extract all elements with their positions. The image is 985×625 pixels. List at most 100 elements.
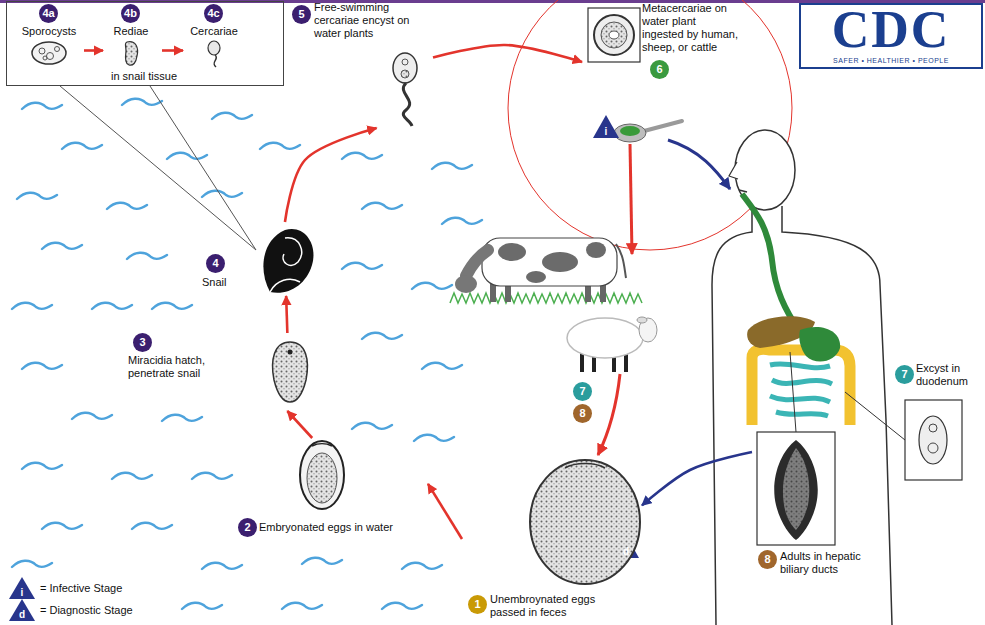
redia-figure (125, 42, 137, 65)
cercaria-figure (208, 41, 220, 67)
stage-box: 2Embryonated eggs in water (235, 438, 428, 540)
cow-figure (542, 252, 578, 272)
cow-figure (450, 238, 642, 303)
callout-number: 7 (895, 365, 914, 384)
inset-caption: in snail tissue (7, 70, 281, 83)
water-waves (162, 415, 202, 421)
snail-figure (263, 229, 313, 293)
legend-marker: d (16, 609, 28, 620)
cycle-arrow (642, 452, 752, 505)
callout-number: 7 (573, 382, 592, 401)
unembryonated-egg-figure (530, 460, 640, 584)
embryonated-egg-figure (300, 441, 344, 509)
cow-figure (498, 243, 526, 261)
logo-tagline: SAFER • HEALTHIER • PEOPLE (802, 56, 980, 65)
cow-figure (482, 238, 617, 286)
logo-text: CDC (802, 3, 980, 57)
sporocyst-figure (32, 42, 66, 64)
metacercaria-figure (588, 8, 640, 62)
stage-box: 4bRediae (103, 4, 162, 66)
excysted-fluke-figure (905, 400, 962, 480)
metacercaria-figure (594, 15, 634, 55)
adult-fluke-figure (774, 440, 818, 540)
water-waves (212, 113, 252, 119)
excysted-fluke-figure (929, 424, 937, 432)
sheep-figure (567, 317, 657, 372)
cycle-arrow (287, 411, 312, 438)
stage-label: Free-swimming cercariae encyst on water … (314, 1, 430, 40)
miracidium-figure (273, 342, 308, 402)
cow-figure (586, 242, 606, 258)
water-waves (152, 303, 192, 309)
transmission-arrows (598, 140, 730, 455)
stage-label: Rediae (103, 25, 159, 38)
adult-fluke-figure (757, 432, 835, 545)
cycle-arrow (428, 484, 462, 539)
spoon-figure (620, 126, 640, 136)
embryonated-egg-figure (300, 441, 344, 509)
stage-label: Miracidia hatch, penetrate snail (128, 354, 228, 380)
water-waves (107, 203, 147, 209)
callout-number: 1 (468, 595, 487, 614)
human-figure (712, 130, 905, 625)
water-waves (112, 473, 152, 479)
sporocyst-figure (39, 48, 45, 54)
stage-label: Cercariae (183, 25, 245, 38)
water-waves (92, 303, 132, 309)
human-figure (752, 349, 850, 425)
diagnostic-stage-marker: d (620, 546, 632, 557)
callout-number: 8 (758, 550, 777, 569)
stage-box: 5Free-swimming cercariae encyst on water… (292, 0, 433, 128)
water-waves (402, 563, 442, 569)
water-waves (17, 193, 57, 199)
water-waves (202, 563, 242, 569)
free-cercaria-figure (393, 53, 417, 83)
ingestion-circle (508, 0, 792, 250)
excysted-fluke-figure (919, 416, 947, 464)
stage-label: Excyst in duodenum (916, 362, 980, 388)
spoon-figure (644, 121, 682, 131)
stage-box: 4cCercariae (183, 4, 248, 66)
spoon-figure (614, 124, 646, 142)
transmission-arrows (668, 140, 730, 189)
snail-tissue-lines (60, 86, 256, 250)
sporocyst-figure (47, 53, 54, 60)
cycle-arrow (84, 49, 103, 52)
legend-text: = Infective Stage (40, 582, 122, 595)
water-waves (182, 603, 222, 609)
inset-box: in snail tissue 4aSporocysts 4bRediae 4cCer… (6, 1, 284, 86)
callout-number: 8 (573, 404, 592, 423)
water-waves (22, 463, 62, 469)
stage-box: 1Unembroynated eggs passed in feces (462, 455, 642, 623)
cow-figure (526, 271, 546, 283)
water-waves (414, 435, 454, 441)
human-figure (742, 194, 800, 332)
water-waves (342, 153, 382, 159)
human-figure (739, 190, 747, 192)
callout-number: 6 (650, 60, 669, 79)
embryonated-egg-figure (312, 444, 332, 446)
excysted-fluke-figure (905, 400, 962, 480)
cycle-arrow (286, 296, 287, 333)
adult-fluke-figure (783, 448, 809, 530)
callout-number: 4b (121, 4, 140, 23)
stage-box: Metacercariae on water plant ingested by… (582, 2, 762, 152)
adult-fluke-figure (757, 432, 835, 545)
metacercaria-figure (601, 22, 627, 48)
sheep-figure (567, 318, 643, 358)
stage-box: 4Snail (200, 222, 318, 296)
water-waves (127, 253, 167, 259)
snail-figure (270, 279, 300, 292)
water-waves (22, 103, 62, 109)
legend-text: = Diagnostic Stage (40, 604, 133, 617)
stage-box: 3Miracidia hatch, penetrate snail (128, 333, 320, 411)
legend-marker: i (16, 587, 28, 598)
stage-markers (593, 115, 619, 138)
connector-group (84, 45, 752, 539)
stage-box: 4aSporocysts (17, 4, 84, 66)
water-waves (202, 191, 242, 197)
ingestion-circle (508, 0, 792, 250)
water-waves (442, 218, 482, 224)
